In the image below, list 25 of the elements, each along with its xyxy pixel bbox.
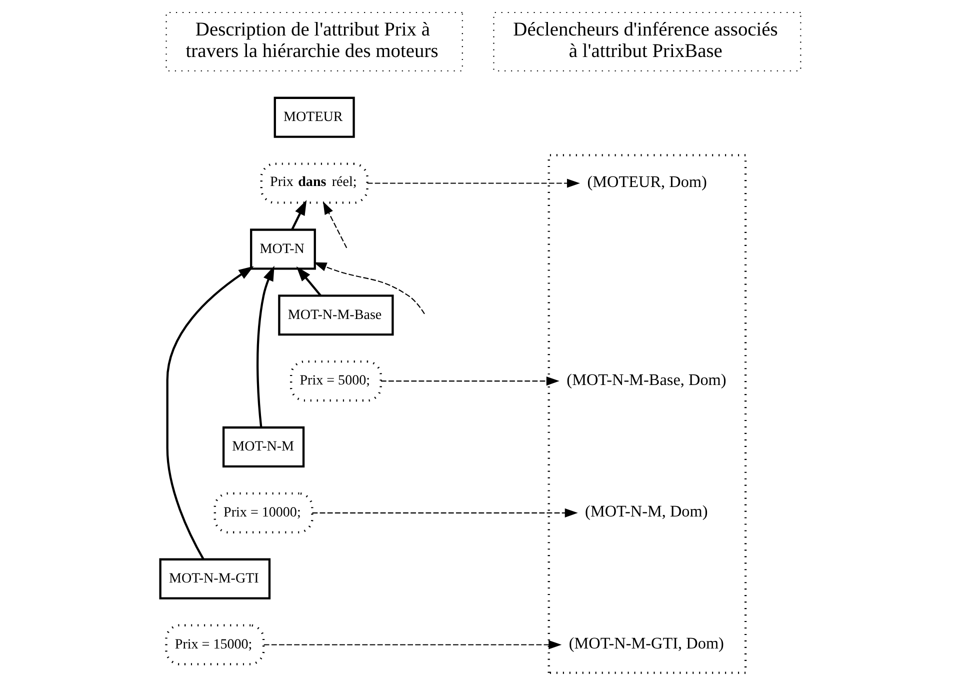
node-text: (MOTEUR, Dom) [587,173,707,192]
node-box: MOT-N [250,228,316,270]
node-box: MOT-N-M [222,426,305,468]
arrow [322,201,348,248]
node-box: MOT-N-M-Base [278,294,394,336]
arrow [314,262,425,314]
node-text: (MOT-N-M-GTI, Dom) [568,634,724,653]
node-box: MOT-N-M-GTI [159,558,271,600]
arrow [367,178,580,188]
node-box: Prix dans réel; [260,162,368,204]
node-box: Prix = 10000; [214,492,314,534]
arrow [256,266,274,428]
arrow [296,266,322,296]
arrow [166,266,254,560]
node-box: Déclencheurs d'inférence associés à l'attribut PrixBase [493,12,802,72]
arrow [312,508,578,518]
arrow [291,200,307,230]
arrow [264,640,562,650]
node-box: Prix = 5000; [290,360,382,402]
node-box: Prix = 15000; [165,624,265,666]
arrow [380,376,560,386]
node-text: (MOT-N-M-Base, Dom) [566,370,726,389]
node-box: MOTEUR [274,96,355,138]
node-text: (MOT-N-M, Dom) [585,502,708,521]
node-box: Description de l'attribut Prix à travers la hiérarchie des moteurs [166,12,463,72]
